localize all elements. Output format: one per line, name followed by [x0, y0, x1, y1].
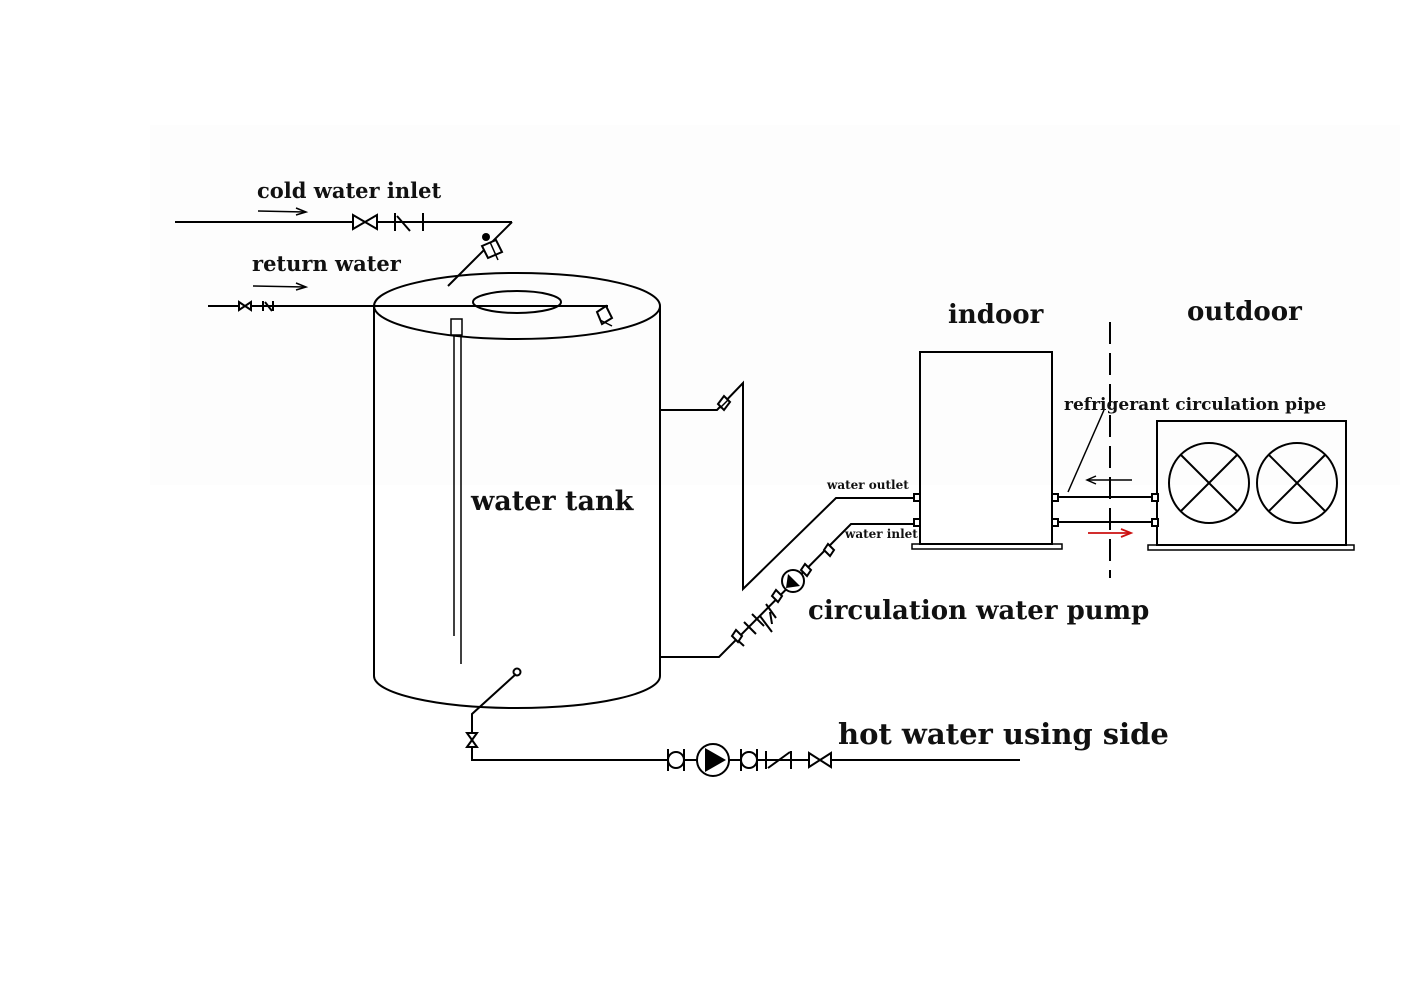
water-outlet-label: water outlet — [826, 478, 909, 492]
supply-pump-icon — [696, 743, 730, 777]
check-valve-small-icon — [262, 301, 274, 312]
circulation-pump-icon — [781, 569, 805, 593]
refrigerant-piping — [1058, 322, 1152, 578]
return-water-label: return water — [252, 251, 402, 276]
hot-water-supply-line — [465, 673, 1020, 777]
hot-water-side-label: hot water using side — [838, 717, 1169, 751]
water-tank — [373, 272, 661, 709]
water-inlet-label: water inlet — [844, 527, 918, 541]
strainer-icon — [730, 628, 745, 647]
outdoor-label: outdoor — [1187, 297, 1302, 327]
indoor-label: indoor — [948, 300, 1044, 330]
return-valve-icon — [595, 304, 614, 327]
water-tank-label: water tank — [470, 486, 635, 517]
gate-valve-supply-icon — [808, 751, 832, 769]
fan-left-icon — [1168, 442, 1250, 524]
y-filter-icon — [765, 603, 777, 625]
return-water-line — [208, 282, 614, 327]
flow-arrow-right-red-icon — [1088, 528, 1134, 538]
check-valve-supply-icon — [765, 751, 792, 769]
outdoor-unit — [1147, 420, 1355, 551]
upper-loop-valve-icon — [716, 394, 732, 412]
refrigerant-pipe-label: refrigerant circulation pipe — [1064, 395, 1326, 415]
check-valve-icon — [394, 213, 424, 232]
pump-valve-small-icon — [770, 588, 784, 604]
circulation-pump-label: circulation water pump — [808, 596, 1149, 626]
check-valve-diagonal-icon — [743, 613, 773, 635]
union-right-icon — [740, 749, 758, 771]
float-valve-icon — [480, 233, 504, 261]
inlet-valve-small-icon — [799, 542, 836, 578]
drain-valve-icon — [465, 732, 479, 748]
cold-water-inlet-label: cold water inlet — [257, 178, 441, 203]
union-left-icon — [667, 749, 685, 771]
gate-valve-icon — [352, 213, 378, 231]
gate-valve-small-icon — [238, 300, 252, 312]
tank-loop-piping — [660, 380, 919, 658]
fan-right-icon — [1256, 442, 1338, 524]
